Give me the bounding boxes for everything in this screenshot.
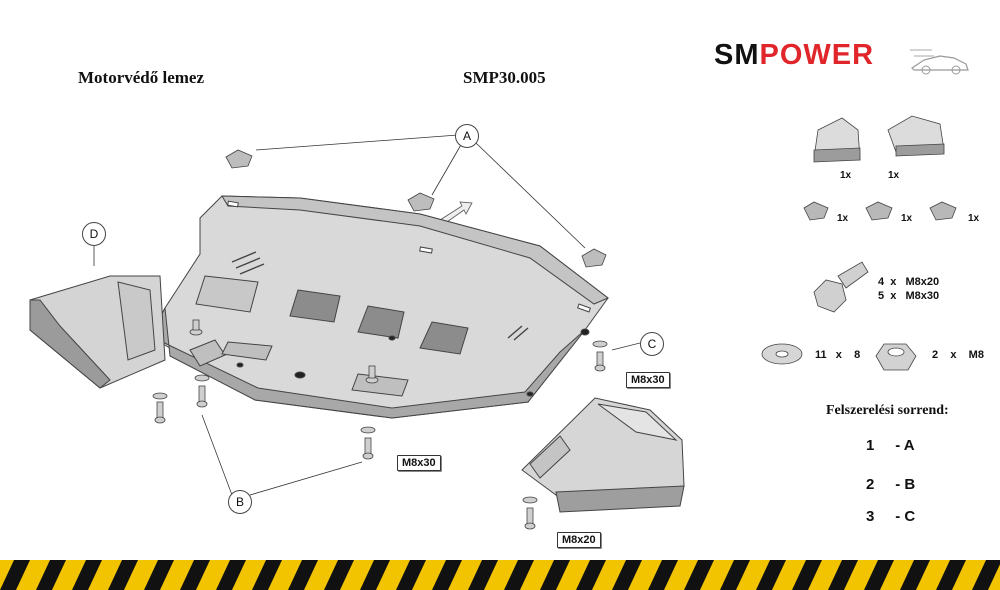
callout-a: A [455,124,479,148]
part-number: SMP30.005 [463,68,546,87]
nut-part [875,343,917,371]
callout-c: C [640,332,664,356]
install-order-row: 1 - A [866,437,915,454]
skid-plate [146,195,609,419]
bolt-group [152,319,608,530]
washer-part [761,343,803,365]
clip-parts [803,201,957,221]
install-order-row: 3 - C [866,508,916,525]
clip-count-2: 1x [901,213,913,224]
bolt-spec-m8x20: 4 x M8x20 [878,276,940,288]
hazard-stripe-bar [0,560,1000,590]
install-order-row: 2 - B [866,476,916,493]
bolt-spec-m8x30: 5 x M8x30 [878,290,940,302]
clip-a-1 [225,149,253,169]
callout-b: B [228,490,252,514]
clip-count-3: 1x [968,213,980,224]
car-silhouette-icon [910,49,969,75]
diagram-title: Motorvédő lemez [78,68,205,87]
bracket-right-part [887,115,945,157]
clip-a-3 [581,248,607,268]
install-order-title: Felszerelési sorrend: [826,403,949,418]
clip-count-1: 1x [837,213,849,224]
nut-spec: 2 x M8 [932,349,984,361]
bolt-part [813,261,869,313]
left-side-bracket [29,275,166,389]
bracket-left-part [813,117,861,163]
bolt-label-bottom: M8x20 [557,532,601,548]
bracket-right-count: 1x [888,170,900,181]
callout-d: D [82,222,106,246]
bracket-left-count: 1x [840,170,852,181]
washer-spec: 11 x 8 [815,349,861,361]
bolt-label-center: M8x30 [397,455,441,471]
right-side-bracket [521,397,685,513]
bolt-label-c: M8x30 [626,372,670,388]
smpower-logo: SMPOWER [714,38,969,78]
clip-a-2 [407,192,435,212]
